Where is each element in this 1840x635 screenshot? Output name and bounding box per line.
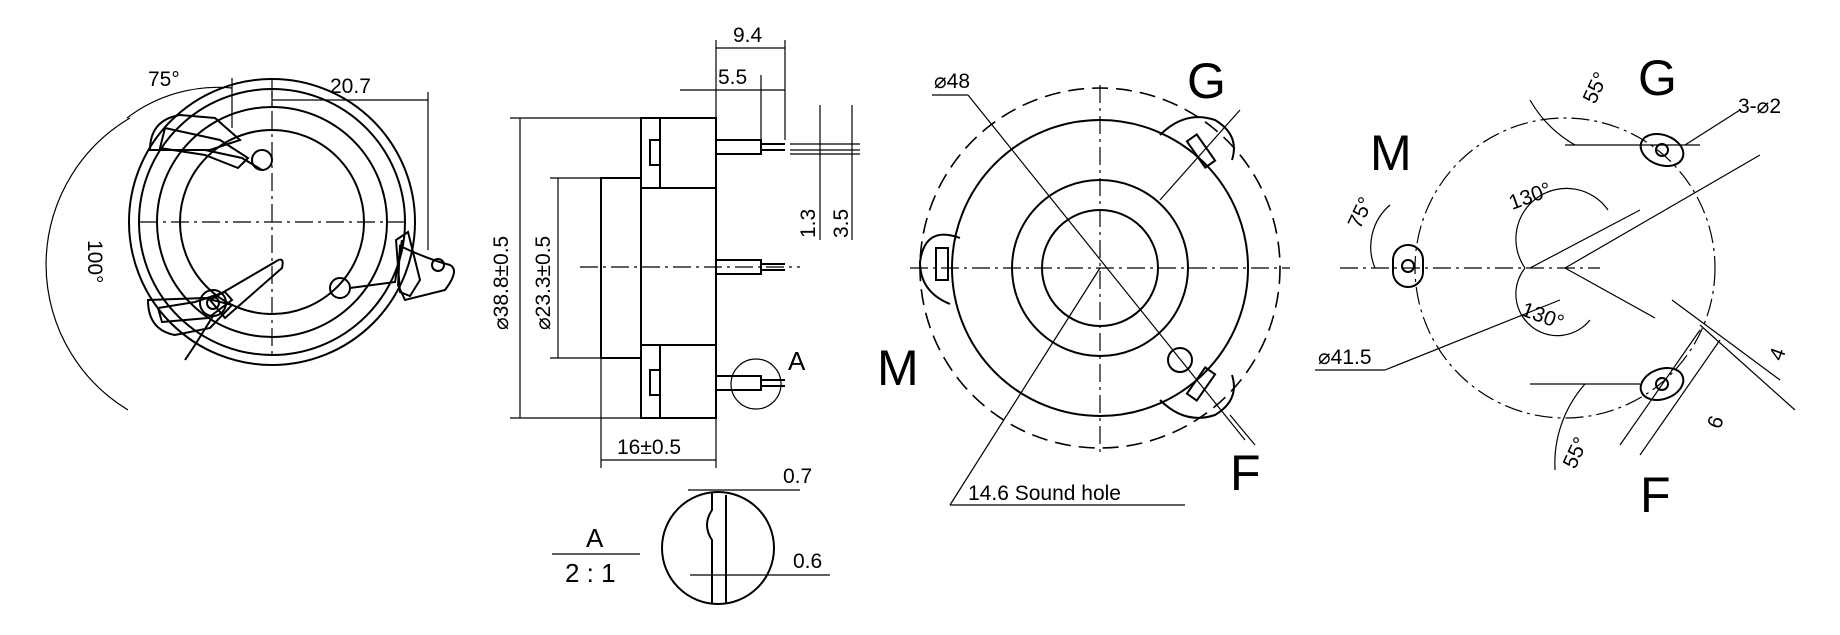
pattern-slot-width: 4 xyxy=(1765,345,1791,364)
pattern-pitch-diameter: ⌀41.5 xyxy=(1318,346,1372,369)
detail-dim-0-6: 0.6 xyxy=(793,550,822,573)
front-view: ⌀48 14.6 Sound hole G M F xyxy=(877,53,1290,506)
dim-outer-diameter: ⌀38.8±0.5 xyxy=(490,236,513,330)
pattern-label-g: G xyxy=(1638,50,1677,106)
detail-a: 0.7 0.6 A 2 : 1 xyxy=(552,465,830,605)
pattern-label-m: M xyxy=(1370,125,1412,181)
pattern-angle-left: 75° xyxy=(1344,194,1378,233)
pattern-angle-top: 55° xyxy=(1579,69,1613,108)
pattern-view: G M F 3-⌀2 55° 75° 130° 130° 55° ⌀41.5 4… xyxy=(1315,50,1796,523)
pattern-label-f: F xyxy=(1640,467,1671,523)
dim-pin-3-5: 3.5 xyxy=(830,209,853,238)
pattern-angle-bottom: 55° xyxy=(1559,434,1593,473)
detail-label: A xyxy=(586,523,604,553)
dim-angle-100: 100° xyxy=(83,240,106,283)
pattern-hole-spec: 3-⌀2 xyxy=(1738,95,1781,118)
detail-dim-0-7: 0.7 xyxy=(783,465,812,488)
back-view: 75° 20.7 100° xyxy=(45,68,455,411)
detail-scale: 2 : 1 xyxy=(565,558,616,588)
dim-9-4: 9.4 xyxy=(733,24,763,47)
dim-width-20-7: 20.7 xyxy=(330,75,371,98)
pattern-angle-lower: 130° xyxy=(1518,298,1567,334)
front-sound-hole: 14.6 Sound hole xyxy=(968,482,1121,505)
front-dim-diameter-48: ⌀48 xyxy=(934,70,970,93)
pattern-angle-upper: 130° xyxy=(1506,178,1555,214)
detail-callout-a: A xyxy=(788,346,806,376)
front-label-g: G xyxy=(1187,53,1226,109)
dim-height-16: 16±0.5 xyxy=(617,436,681,459)
dim-5-5: 5.5 xyxy=(718,66,747,89)
dim-inner-diameter: ⌀23.3±0.5 xyxy=(532,236,555,330)
dim-pin-1-3: 1.3 xyxy=(797,209,820,238)
front-label-f: F xyxy=(1230,445,1261,501)
pattern-slot-length: 6 xyxy=(1703,413,1729,432)
side-view: 9.4 5.5 ⌀38.8±0.5 ⌀23.3±0.5 1.3 3.5 16±0… xyxy=(490,24,860,468)
dim-angle-75: 75° xyxy=(148,68,180,91)
front-label-m: M xyxy=(877,340,919,396)
